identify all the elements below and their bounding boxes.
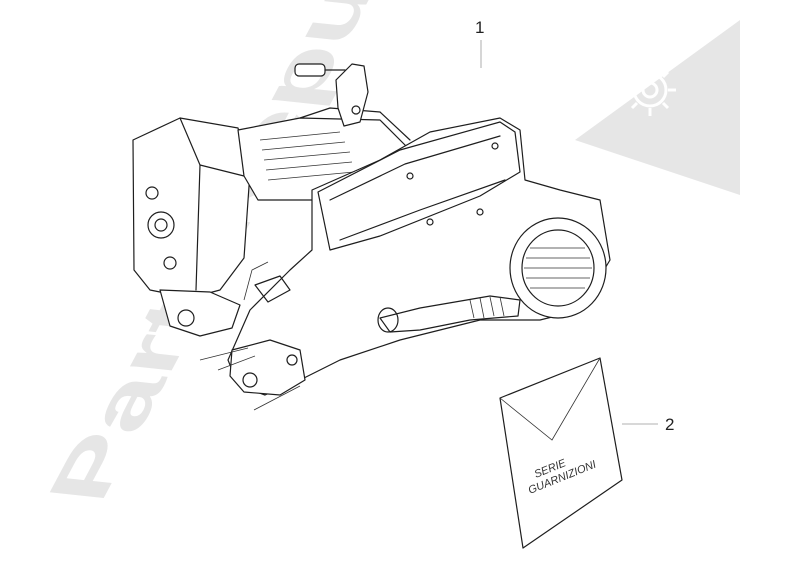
gear-icon	[575, 20, 740, 195]
callout-1: 1	[475, 18, 484, 37]
gasket-bag: SERIE GUARNIZIONI	[499, 357, 623, 549]
callout-2: 2	[665, 415, 674, 434]
callouts: 1 2	[475, 18, 674, 434]
engine-assembly	[132, 63, 611, 411]
